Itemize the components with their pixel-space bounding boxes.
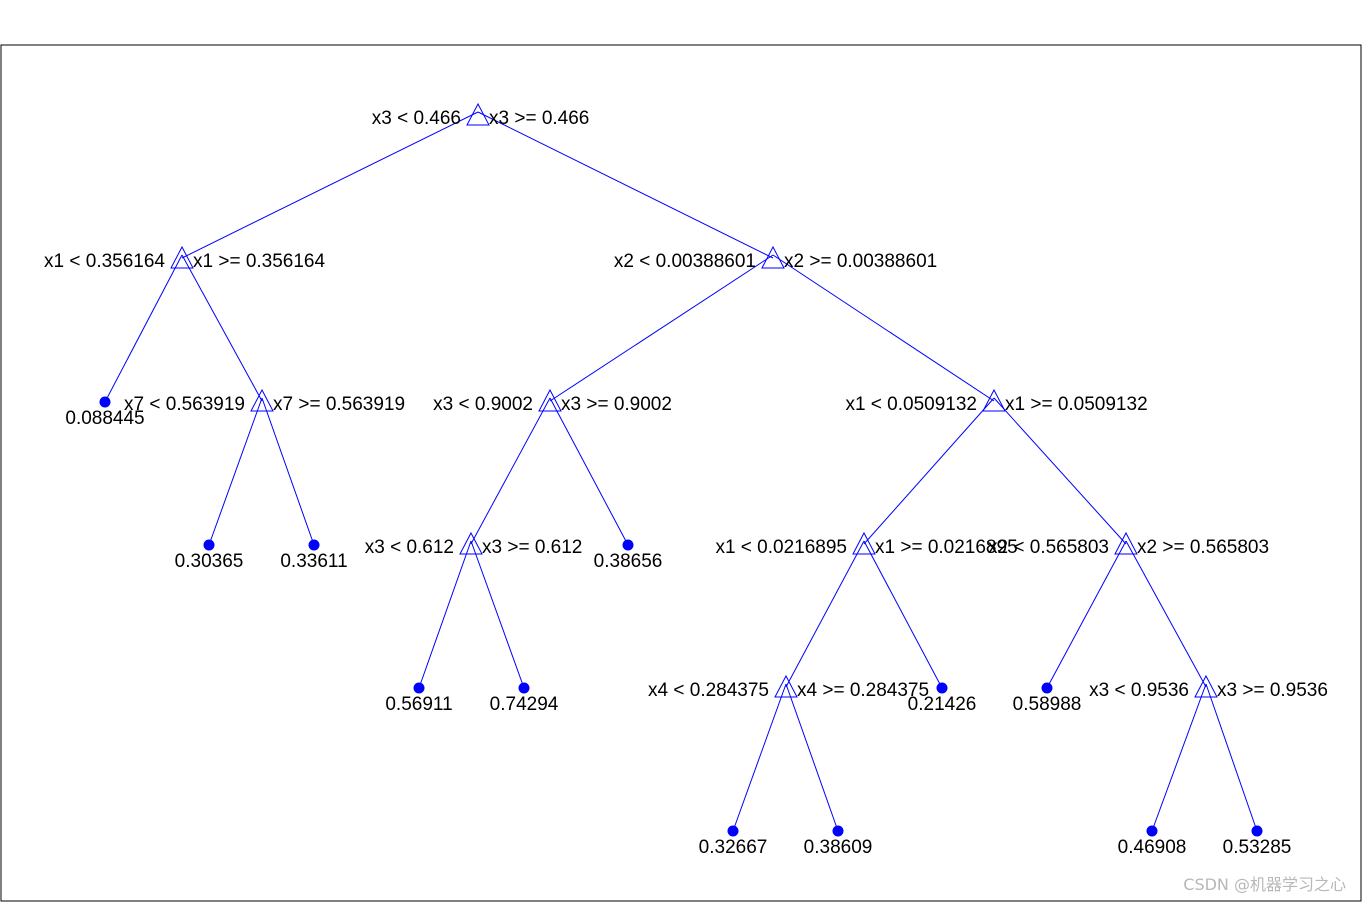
tree-edge: [1125, 540, 1207, 688]
split-rule-left: x2 < 0.565803: [988, 537, 1109, 558]
split-node-triangle: [250, 388, 274, 412]
split-node-triangle: [852, 531, 876, 555]
leaf-value-label: 0.74294: [490, 694, 559, 715]
tree-edge: [181, 111, 479, 259]
split-node-triangle: [774, 674, 798, 698]
tree-edge: [1205, 683, 1258, 832]
tree-edge: [863, 540, 943, 689]
split-rule-right: x1 >= 0.356164: [193, 251, 325, 272]
leaf-node-dot: [727, 825, 739, 837]
split-rule-left: x2 < 0.00388601: [614, 251, 756, 272]
split-rule-right: x2 >= 0.565803: [1137, 537, 1269, 558]
split-node-triangle: [170, 245, 194, 269]
leaf-value-label: 0.46908: [1118, 837, 1187, 858]
leaf-value-label: 0.56911: [385, 694, 452, 715]
split-rule-left: x3 < 0.9536: [1089, 680, 1189, 701]
split-rule-left: x1 < 0.356164: [44, 251, 165, 272]
leaf-node-dot: [308, 539, 320, 551]
leaf-node-dot: [622, 539, 634, 551]
labels-layer: x3 < 0.466 x3 >= 0.466 x1 < 0.356164 x1 >= …: [44, 108, 1328, 858]
split-rule-right: x7 >= 0.563919: [273, 394, 405, 415]
nodes-layer: [99, 102, 1263, 837]
leaf-node-dot: [518, 682, 530, 694]
tree-edge: [418, 540, 472, 689]
leaf-value-label: 0.088445: [65, 408, 144, 429]
split-rule-left: x1 < 0.0509132: [845, 394, 977, 415]
split-node-triangle: [538, 388, 562, 412]
leaf-node-dot: [936, 682, 948, 694]
split-node-triangle: [1114, 531, 1138, 555]
tree-edge: [477, 111, 774, 259]
tree-edge: [785, 540, 865, 688]
split-rule-right: x3 >= 0.466: [489, 108, 589, 129]
tree-edge: [863, 397, 995, 545]
split-rule-left: x7 < 0.563919: [124, 394, 245, 415]
split-rule-right: x1 >= 0.0216895: [875, 537, 1018, 558]
tree-edge: [1046, 540, 1127, 689]
watermark: CSDN @机器学习之心: [1183, 875, 1346, 894]
leaf-value-label: 0.38656: [594, 551, 663, 572]
plot-frame: [0, 44, 1362, 902]
tree-edge: [208, 397, 263, 546]
tree-edge: [104, 254, 183, 403]
tree-edge: [549, 397, 629, 546]
leaf-value-label: 0.38609: [804, 837, 873, 858]
split-rule-left: x4 < 0.284375: [648, 680, 769, 701]
tree-edge: [470, 540, 525, 689]
split-rule-left: x1 < 0.0216895: [715, 537, 847, 558]
split-rule-right: x2 >= 0.00388601: [784, 251, 937, 272]
split-rule-left: x3 < 0.466: [372, 108, 461, 129]
tree-edge: [772, 254, 995, 402]
split-node-triangle: [761, 245, 785, 269]
split-rule-left: x3 < 0.9002: [433, 394, 533, 415]
tree-edge: [1151, 683, 1207, 832]
split-node-triangle: [1194, 674, 1218, 698]
split-rule-left: x3 < 0.612: [365, 537, 454, 558]
split-node-triangle: [459, 531, 483, 555]
tree-edge: [732, 683, 787, 832]
tree-edge: [470, 397, 551, 545]
leaf-node-dot: [1251, 825, 1263, 837]
split-rule-right: x4 >= 0.284375: [797, 680, 929, 701]
split-node-triangle: [982, 388, 1006, 412]
leaf-value-label: 0.21426: [908, 694, 977, 715]
split-rule-right: x3 >= 0.9002: [561, 394, 672, 415]
tree-edge: [181, 254, 263, 402]
leaf-value-label: 0.30365: [175, 551, 244, 572]
leaf-value-label: 0.58988: [1013, 694, 1082, 715]
split-rule-right: x1 >= 0.0509132: [1005, 394, 1148, 415]
edges-layer: [104, 111, 1258, 832]
leaf-value-label: 0.33611: [280, 551, 347, 572]
split-rule-right: x3 >= 0.9536: [1217, 680, 1328, 701]
leaf-node-dot: [203, 539, 215, 551]
leaf-node-dot: [1041, 682, 1053, 694]
leaf-node-dot: [413, 682, 425, 694]
split-node-triangle: [466, 102, 490, 126]
tree-edge: [549, 254, 774, 402]
leaf-node-dot: [832, 825, 844, 837]
leaf-value-label: 0.32667: [699, 837, 768, 858]
leaf-node-dot: [1146, 825, 1158, 837]
tree-edge: [785, 683, 839, 832]
tree-edge: [993, 397, 1127, 545]
leaf-node-dot: [99, 396, 111, 408]
split-rule-right: x3 >= 0.612: [482, 537, 582, 558]
tree-edge: [261, 397, 315, 546]
leaf-value-label: 0.53285: [1223, 837, 1292, 858]
